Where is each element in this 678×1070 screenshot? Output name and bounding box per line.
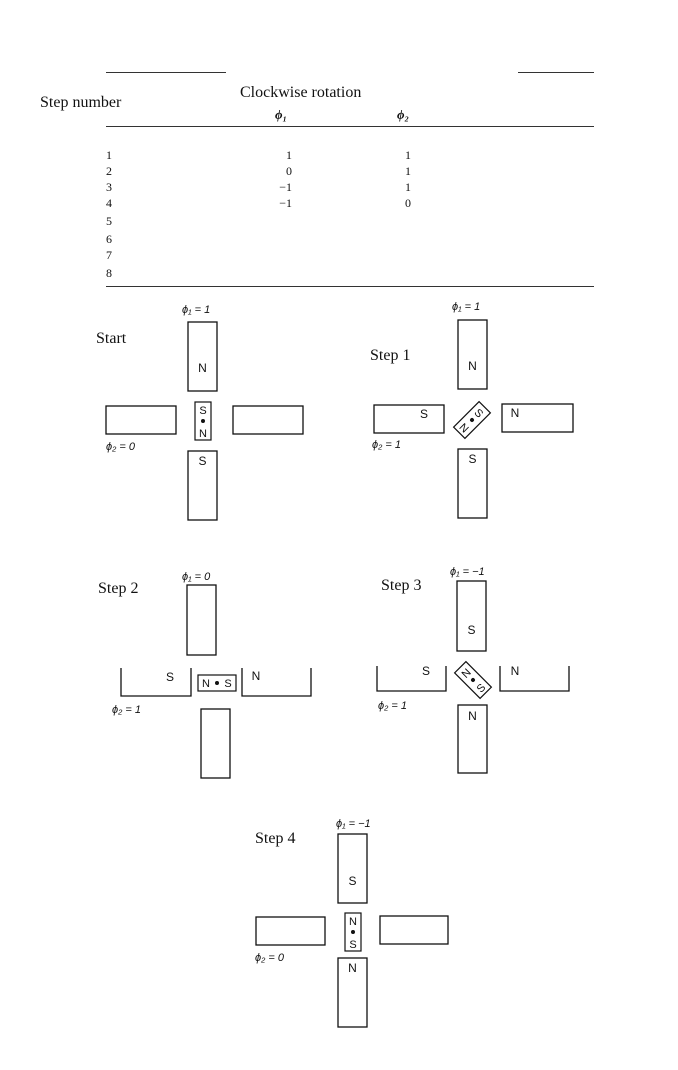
step-cell: 1 [106, 148, 112, 162]
step-cell: 6 [106, 232, 112, 246]
pole-left-label: S [420, 407, 428, 421]
rotor: S N [194, 401, 212, 441]
step-cell: 3 [106, 180, 112, 194]
pole-bottom-label: S [198, 454, 206, 468]
phi2-label: ϕ₂ = 0 [255, 952, 285, 964]
phi1-label: ϕ₁ = −1 [450, 566, 485, 578]
col-header-phi1: ϕ₁ [275, 107, 288, 122]
pole-left-label: S [166, 670, 174, 684]
phi2-cell: 1 [405, 148, 411, 162]
pole-top-label: N [468, 359, 477, 373]
pole-left [120, 668, 192, 697]
phi1-label: ϕ₁ = 0 [182, 571, 211, 583]
diagram-label: Step 2 [98, 580, 138, 597]
pole-top-label: S [348, 874, 356, 888]
pole-bottom-label: N [348, 961, 357, 975]
pole-right [232, 405, 304, 435]
pole-top [456, 580, 487, 652]
phi1-label: ϕ₁ = −1 [336, 818, 371, 830]
diagram-label: Start [96, 330, 127, 347]
rotor-pole-a: S [199, 405, 206, 417]
phi2-cell: 0 [405, 196, 411, 210]
diagram-label: Step 1 [370, 347, 410, 364]
phi1-label: ϕ₁ = 1 [452, 301, 480, 313]
table-top-rule-left [106, 72, 226, 73]
pole-bottom [457, 448, 488, 519]
rotor-pole-b: N [456, 421, 470, 435]
phi2-cell: 1 [405, 164, 411, 178]
pole-top-label: S [467, 623, 475, 637]
diagram-step-3: Step 3 ϕ₁ = −1 ϕ₂ = 1 S S N N N S [376, 566, 570, 774]
step-cell: 4 [106, 196, 112, 210]
group-header: Clockwise rotation [240, 84, 362, 101]
table-top-rule-right [518, 72, 594, 73]
pole-right-label: N [511, 406, 520, 420]
step-cell: 8 [106, 266, 112, 280]
pole-right-label: N [511, 664, 520, 678]
phi2-label: ϕ₂ = 1 [378, 700, 407, 712]
step-cell: 2 [106, 164, 112, 178]
rotor-pole-b: S [475, 682, 489, 696]
pole-bottom [200, 708, 231, 779]
rotor: N S [453, 660, 493, 700]
pole-top [337, 833, 368, 904]
table-header-rule [106, 126, 594, 127]
diagram-label: Step 3 [381, 577, 421, 594]
col-header-phi2: ϕ₂ [397, 107, 410, 122]
phi1-label: ϕ₁ = 1 [182, 304, 210, 316]
pole-bottom [187, 450, 218, 521]
rotor: N S [197, 674, 237, 692]
rotor-pole-a: N [460, 667, 474, 681]
diagram-start: Start ϕ₁ = 1 ϕ₂ = 0 N S S N [96, 304, 304, 521]
pole-bottom-label: S [468, 452, 476, 466]
phi1-cell: −1 [279, 196, 292, 210]
rotor-pole-a: S [472, 407, 486, 421]
pole-bottom [337, 957, 368, 1028]
rotor: N S [344, 912, 362, 952]
pole-right [379, 915, 449, 945]
pole-top-label: N [198, 361, 207, 375]
pole-right [499, 666, 570, 692]
step-cell: 5 [106, 214, 112, 228]
phi2-label: ϕ₂ = 1 [112, 704, 141, 716]
pole-top [457, 319, 488, 390]
phi2-cell: 1 [405, 180, 411, 194]
rotor-pole-a: N [202, 678, 210, 690]
diagram-step-2: Step 2 ϕ₁ = 0 ϕ₂ = 1 S N N S [98, 571, 312, 779]
pole-right-label: N [252, 669, 261, 683]
phi2-label: ϕ₂ = 1 [372, 439, 401, 451]
pole-left [255, 916, 326, 946]
row-header: Step number [40, 94, 122, 111]
pole-left [376, 666, 447, 692]
diagram-label: Step 4 [255, 830, 295, 847]
pole-left [105, 405, 177, 435]
phi2-label: ϕ₂ = 0 [106, 441, 136, 453]
step-cell: 7 [106, 248, 112, 262]
diagram-step-1: Step 1 ϕ₁ = 1 ϕ₂ = 1 N S N S S N [370, 301, 574, 519]
diagram-step-4: Step 4 ϕ₁ = −1 ϕ₂ = 0 S N N S [255, 818, 449, 1028]
pole-top [187, 321, 218, 392]
rotor-pole-b: S [349, 939, 356, 951]
rotor-pole-a: N [349, 916, 357, 928]
table-bottom-rule [106, 286, 594, 287]
pole-left-label: S [422, 664, 430, 678]
phi1-cell: 1 [286, 148, 292, 162]
phi1-cell: 0 [286, 164, 292, 178]
rotor-pole-b: N [199, 428, 207, 440]
rotor-pole-b: S [224, 678, 231, 690]
pole-bottom-label: N [468, 709, 477, 723]
pole-top [186, 584, 217, 656]
rotor: S N [452, 400, 492, 440]
phi1-cell: −1 [279, 180, 292, 194]
pole-right [241, 668, 312, 697]
pole-left [373, 404, 445, 434]
pole-bottom [457, 704, 488, 774]
pole-right [501, 403, 574, 433]
